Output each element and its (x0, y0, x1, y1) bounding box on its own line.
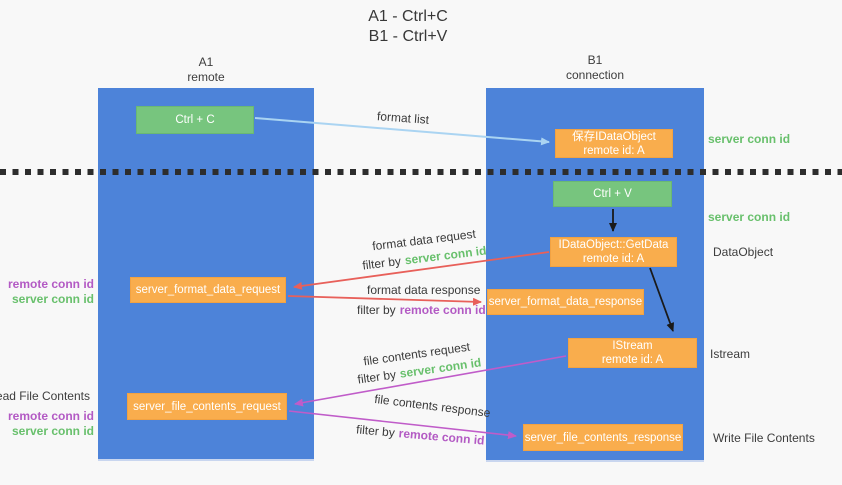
lane-header-b1: B1 connection (535, 53, 655, 83)
ctrl-c-box: Ctrl + C (136, 106, 254, 134)
server-format-data-request-box: server_format_data_request (130, 277, 286, 303)
lane-a1-name: A1 (198, 55, 214, 69)
format-list-label: format list (376, 109, 430, 127)
remote-conn-id-left-2: remote conn id (7, 409, 94, 423)
ctrl-v-label: Ctrl + V (593, 188, 632, 200)
lane-a1-role: remote (187, 70, 225, 84)
idataobject-getdata-box: IDataObject::GetData remote id: A (550, 237, 677, 267)
server-conn-id-right-top: server conn id (708, 132, 791, 146)
save-idataobject-line2: remote id: A (583, 144, 645, 157)
format-response-label: server_format_data_response (488, 296, 643, 308)
ctrl-c-label: Ctrl + C (175, 114, 215, 126)
title-line-2: B1 - Ctrl+V (368, 28, 448, 45)
diagram-title: A1 - Ctrl+C B1 - Ctrl+V (308, 7, 508, 47)
getdata-line1: IDataObject::GetData (558, 239, 669, 251)
format-request-label: server_format_data_request (135, 284, 281, 296)
filter-by-text: filter by (356, 367, 397, 387)
filter-by-text: filter by (357, 303, 396, 317)
istream-side-label: Istream (710, 347, 751, 361)
getdata-line2: remote id: A (582, 253, 645, 265)
filter-by-text: filter by (355, 422, 396, 440)
lane-b1-role: connection (565, 68, 625, 82)
server-file-contents-response-box: server_file_contents_response (523, 424, 683, 451)
istream-line1: IStream (612, 340, 653, 352)
file-contents-response-label: file contents response (373, 391, 492, 421)
remote-conn-id-text: remote conn id (399, 303, 486, 317)
ctrl-v-box: Ctrl + V (553, 181, 672, 207)
dotted-separator-line (0, 169, 842, 175)
file-response-label: server_file_contents_response (524, 431, 682, 444)
server-conn-id-left-1: server conn id (11, 292, 94, 306)
read-file-contents-label: Read File Contents (0, 389, 90, 403)
server-format-data-response-box: server_format_data_response (487, 289, 644, 315)
remote-conn-id-left-1: remote conn id (7, 277, 94, 291)
title-line-1: A1 - Ctrl+C (368, 8, 448, 25)
write-file-contents-label: Write File Contents (713, 431, 815, 445)
format-data-response-label: format data response (367, 283, 481, 297)
istream-line2: remote id: A (601, 354, 664, 366)
server-conn-id-left-2: server conn id (11, 424, 94, 438)
server-conn-id-right-mid: server conn id (708, 210, 791, 224)
dataobject-label: DataObject (713, 245, 774, 259)
file-request-label: server_file_contents_request (133, 400, 281, 413)
remote-conn-id-text: remote conn id (398, 426, 486, 448)
server-file-contents-request-box: server_file_contents_request (127, 393, 287, 420)
istream-box: IStream remote id: A (568, 338, 697, 368)
save-idataobject-line1: 保存IDataObject (572, 130, 656, 143)
lane-b1-name: B1 (587, 53, 603, 67)
filter-by-text: filter by (361, 253, 402, 273)
save-idataobject-box: 保存IDataObject remote id: A (555, 129, 673, 158)
lane-header-a1: A1 remote (146, 55, 266, 85)
